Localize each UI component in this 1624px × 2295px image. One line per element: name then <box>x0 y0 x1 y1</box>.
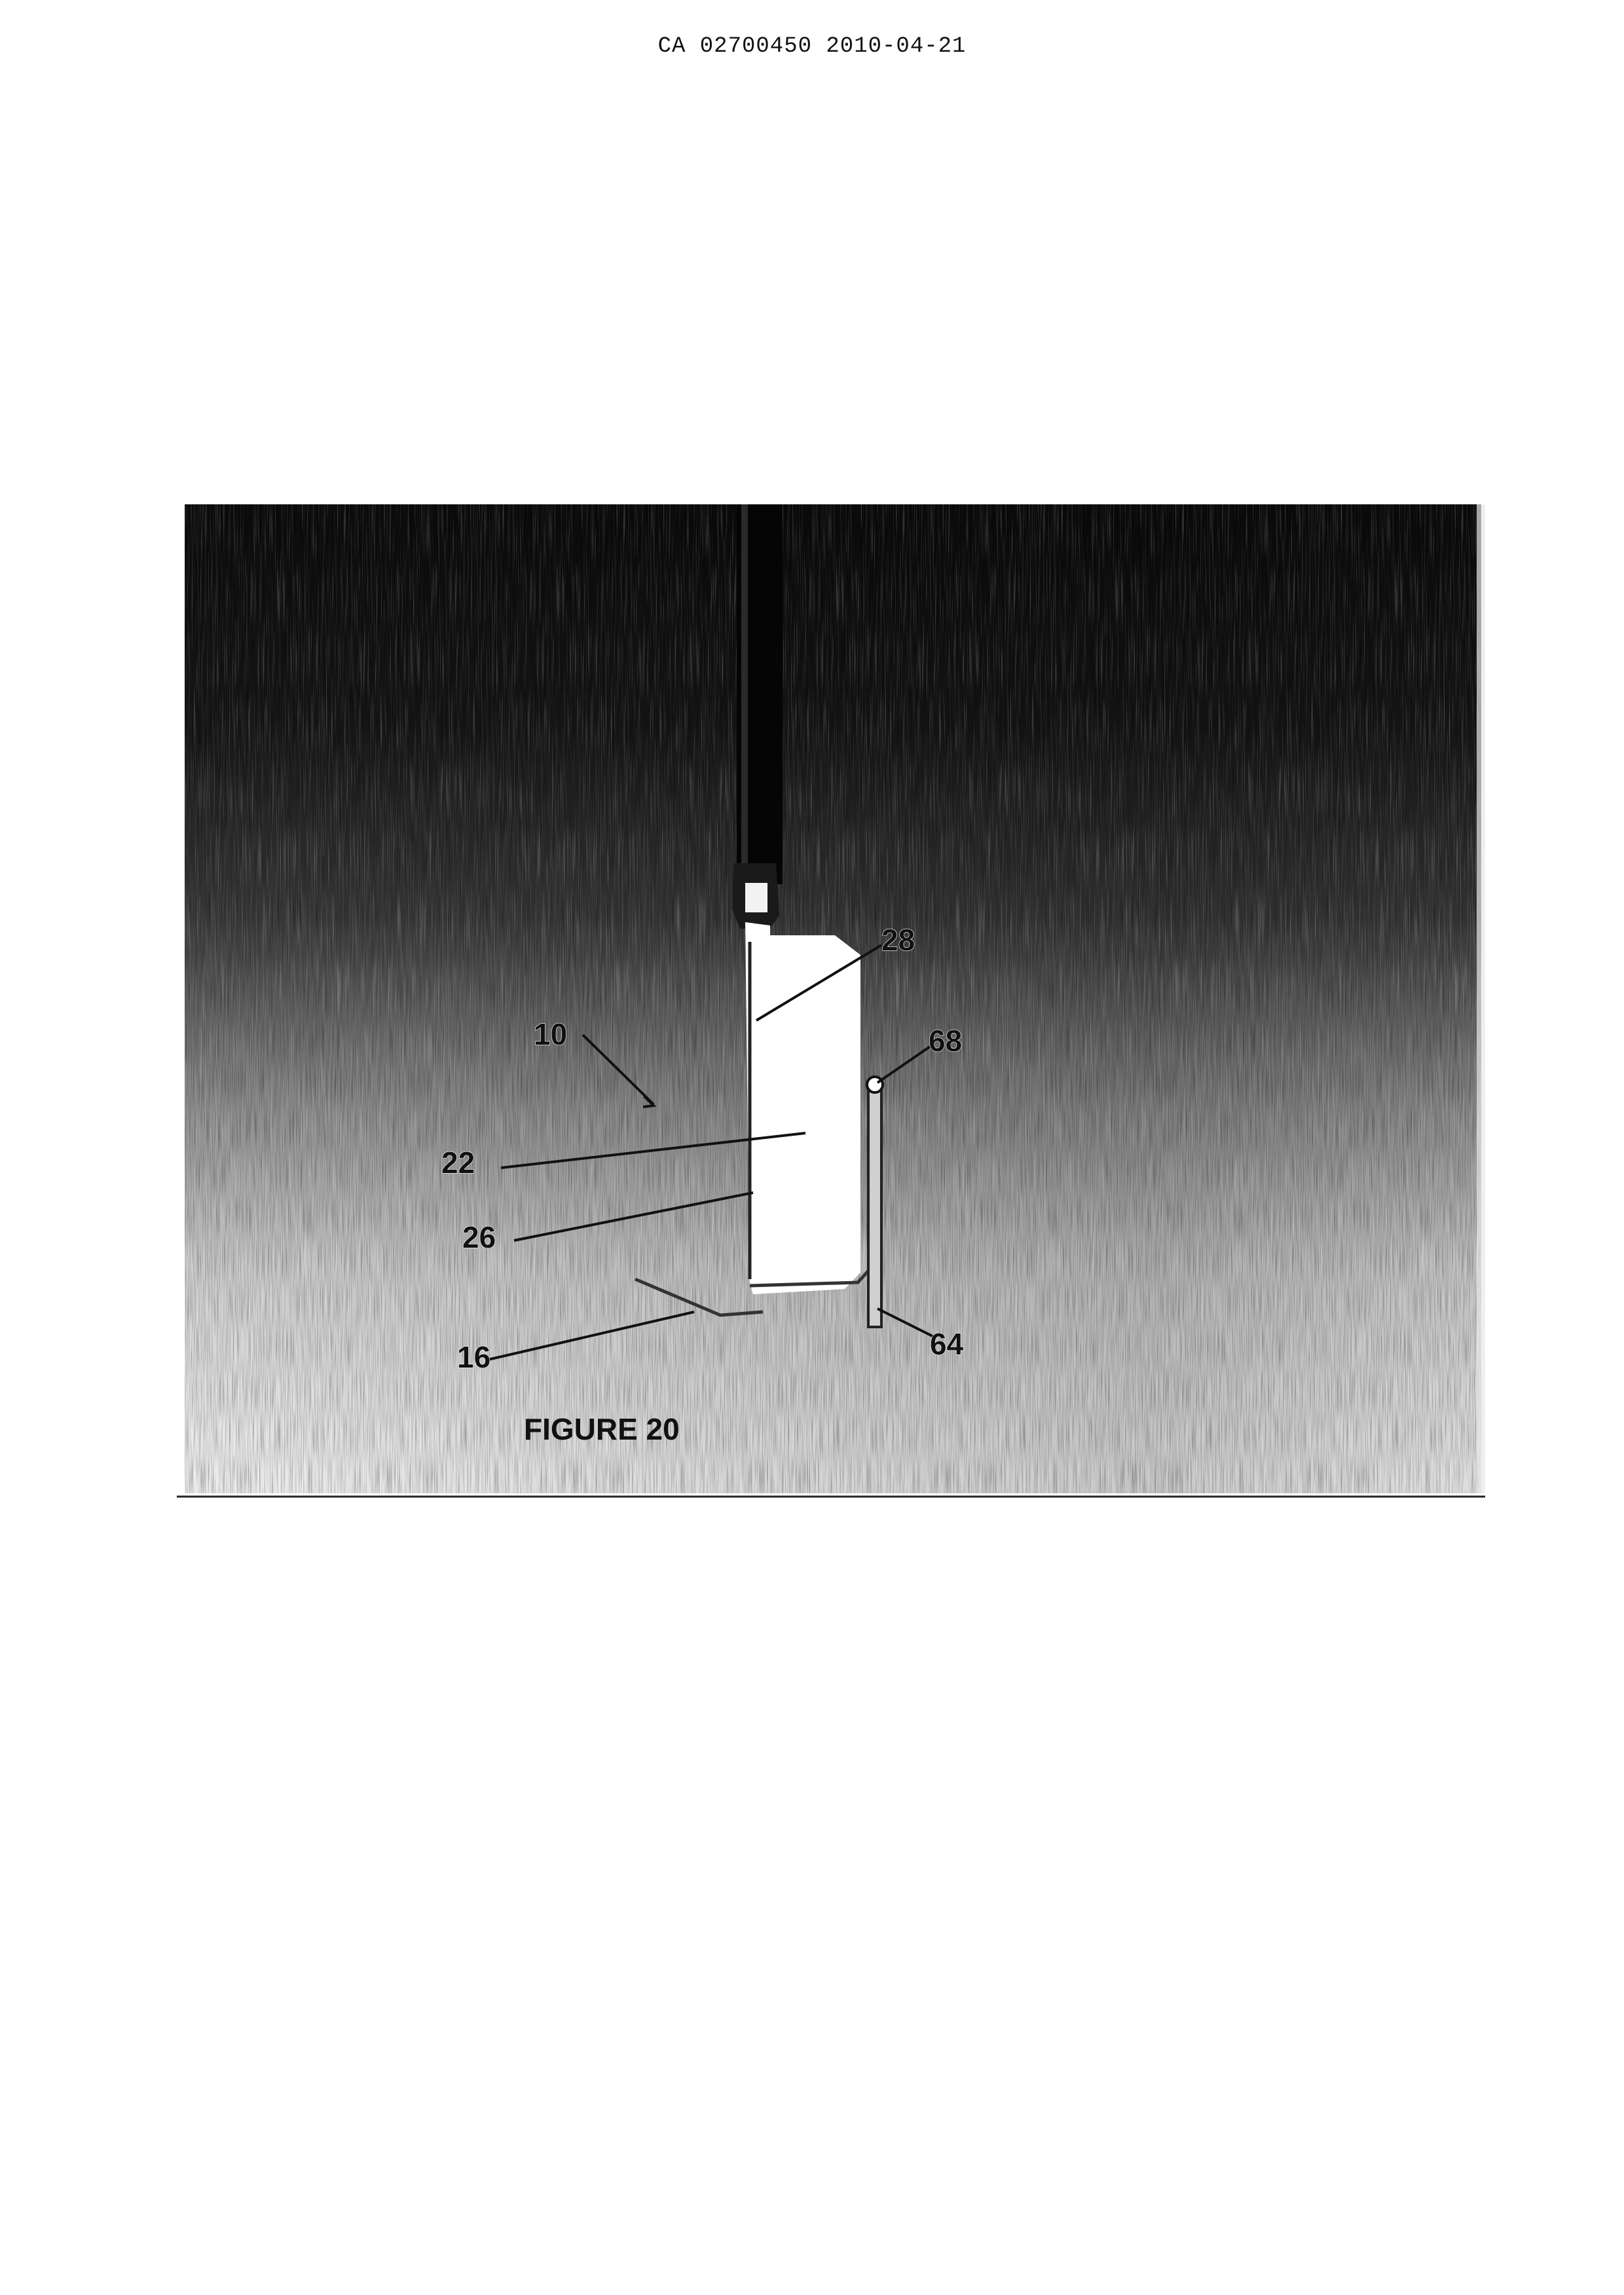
figure-svg: 28 10 68 22 26 16 64 FIGURE 20 <box>177 496 1485 1499</box>
ref-label-16: 16 <box>457 1340 490 1374</box>
ref-label-68: 68 <box>929 1024 962 1058</box>
ref-label-10: 10 <box>534 1017 567 1051</box>
ref-label-64: 64 <box>930 1327 964 1361</box>
document-header: CA 02700450 2010-04-21 <box>0 34 1624 59</box>
ref-label-26: 26 <box>462 1220 496 1254</box>
figure-20-photo: 28 10 68 22 26 16 64 FIGURE 20 <box>177 496 1485 1499</box>
ref-label-28: 28 <box>881 923 915 957</box>
figure-caption: FIGURE 20 <box>524 1412 680 1446</box>
ref-label-22: 22 <box>441 1146 475 1180</box>
